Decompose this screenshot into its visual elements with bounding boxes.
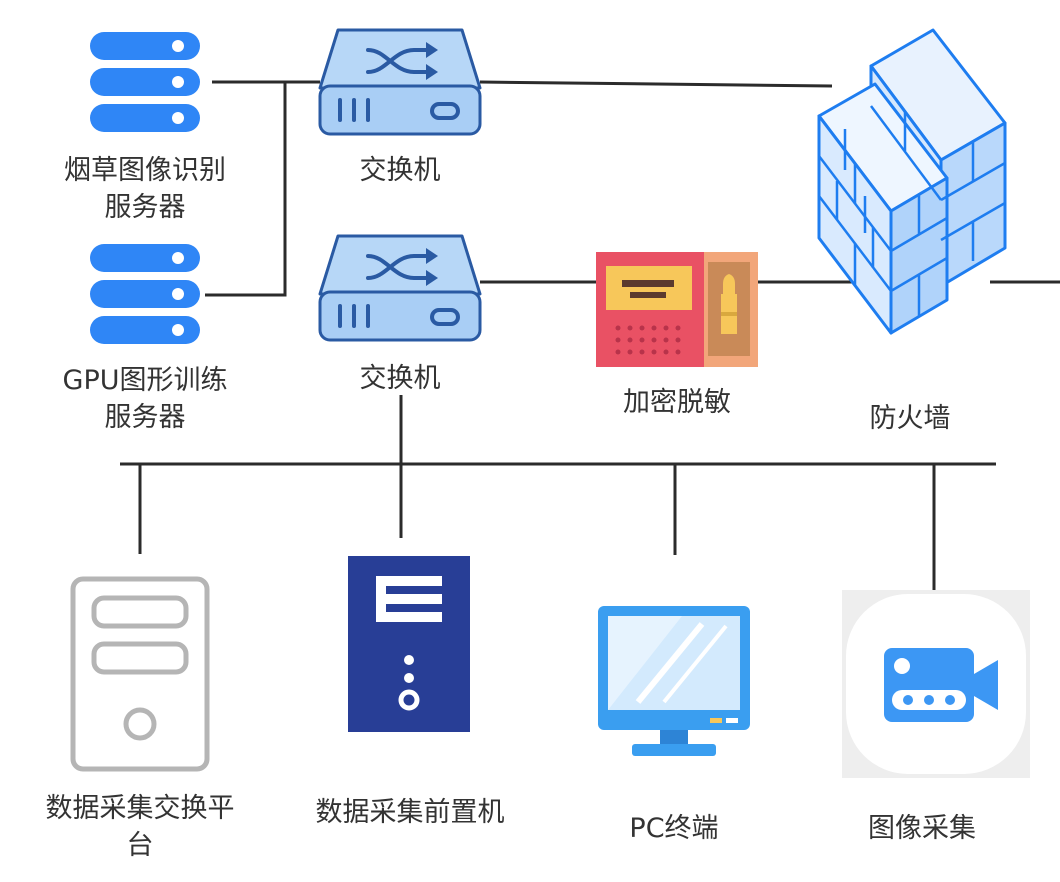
server-gpu-label: GPU图形训练 服务器 [30, 362, 260, 436]
firewall-icon [817, 28, 1007, 335]
server-tobacco-label: 烟草图像识别 服务器 [30, 152, 260, 226]
server-stack-icon [90, 32, 200, 132]
network-switch-icon [318, 28, 482, 136]
link-switch-firewall [479, 80, 833, 88]
switch-bottom-label: 交换机 [359, 363, 441, 394]
server-tobacco-label-line1: 烟草图像识别 [64, 155, 226, 186]
exchange-platform-label-line1: 数据采集交换平 [45, 793, 235, 824]
pc-terminal-label: PC终端 [629, 813, 719, 844]
server-gpu-label-line2: 服务器 [104, 402, 186, 433]
front-machine-label: 数据采集前置机 [315, 797, 505, 828]
encryption-device-icon [596, 252, 758, 367]
image-capture-label: 图像采集 [868, 813, 976, 844]
firewall-label: 防火墙 [869, 403, 951, 434]
exchange-platform-label-line2: 台 [126, 830, 154, 861]
network-switch-icon [318, 234, 482, 342]
server-stack-icon [90, 244, 200, 344]
server-tower-icon [348, 556, 470, 732]
server-gpu-label-line1: GPU图形训练 [62, 365, 228, 396]
monitor-icon [598, 606, 750, 756]
server-tobacco-label-line2: 服务器 [104, 192, 186, 223]
encryption-label: 加密脱敏 [623, 387, 731, 418]
link-gpu-bus [205, 82, 287, 297]
switch-top-label: 交换机 [359, 155, 441, 186]
tower-pc-icon [70, 576, 210, 772]
exchange-platform-label: 数据采集交换平 台 [20, 790, 260, 864]
video-camera-icon [842, 590, 1030, 778]
